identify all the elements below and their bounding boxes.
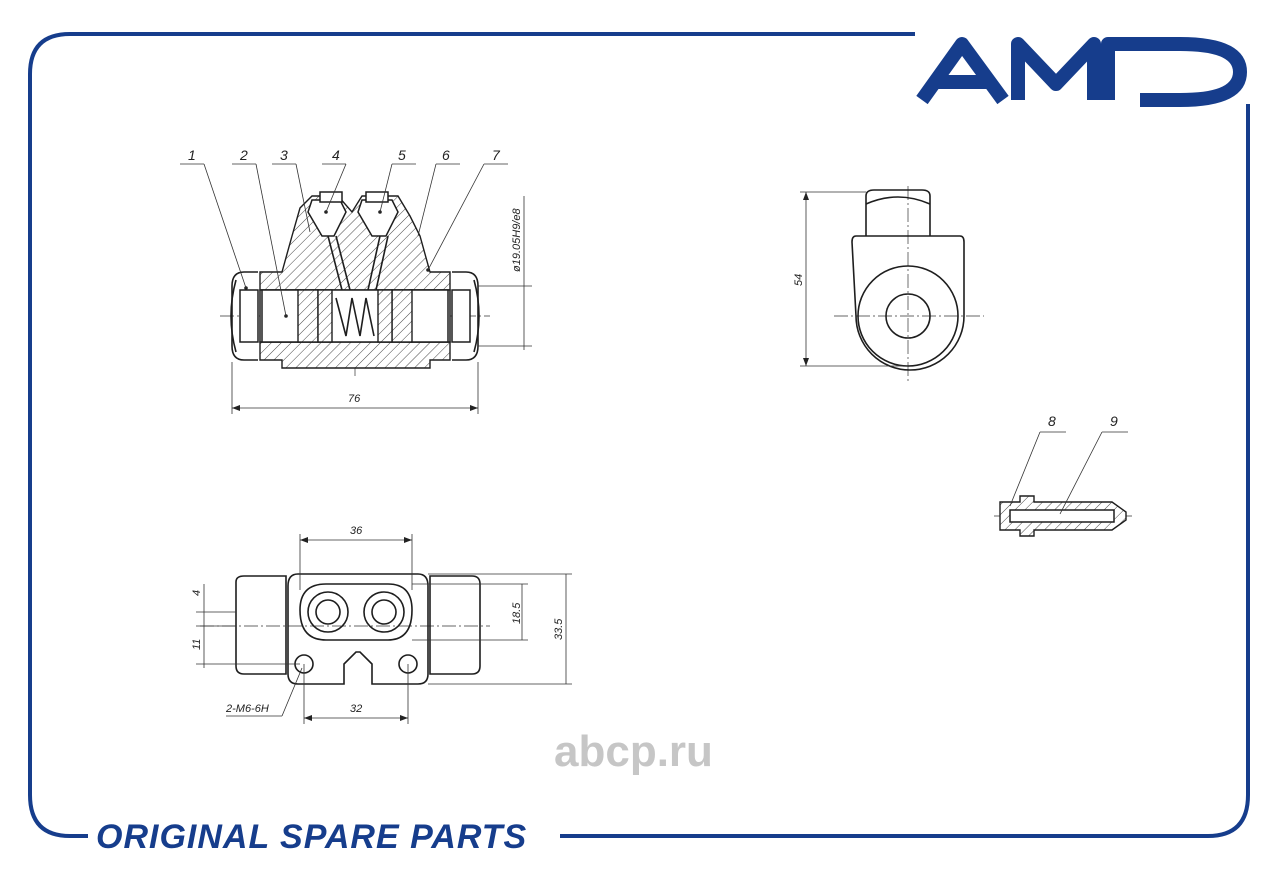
callout-2: 2: [239, 147, 248, 163]
length-dimension: 76: [348, 393, 361, 405]
side-view: 54: [793, 186, 984, 382]
width-33-5-dimension: 33.5: [553, 618, 565, 640]
section-view: 1 2 3 4 5 6 7 ø19.05H9/e8 76: [180, 147, 532, 414]
frame-border: [28, 32, 1250, 838]
top-view: 36 18.5 33.5 4 11 2-M6-6H 32: [191, 525, 572, 724]
amd-logo: [916, 37, 1247, 107]
bleeder-view: 8 9: [994, 413, 1132, 537]
watermark: abcp.ru: [554, 727, 713, 776]
offset-11-dimension: 11: [191, 639, 203, 650]
bore-dimension: ø19.05H9/e8: [511, 208, 523, 272]
footer-text: ORIGINAL SPARE PARTS: [96, 818, 527, 856]
callout-6: 6: [442, 147, 450, 163]
callout-8: 8: [1048, 413, 1056, 429]
bolt-spacing-dimension: 32: [350, 703, 362, 715]
port-spacing-dimension: 36: [350, 525, 363, 537]
offset-4-dimension: 4: [191, 590, 203, 596]
callout-1: 1: [188, 147, 196, 163]
callout-7: 7: [492, 147, 501, 163]
callout-4: 4: [332, 147, 340, 163]
height-dimension: 54: [793, 274, 805, 286]
callout-9: 9: [1110, 413, 1118, 429]
width-18-5-dimension: 18.5: [511, 602, 523, 624]
callout-3: 3: [280, 147, 288, 163]
callout-5: 5: [398, 147, 406, 163]
thread-label: 2-M6-6H: [225, 703, 269, 715]
